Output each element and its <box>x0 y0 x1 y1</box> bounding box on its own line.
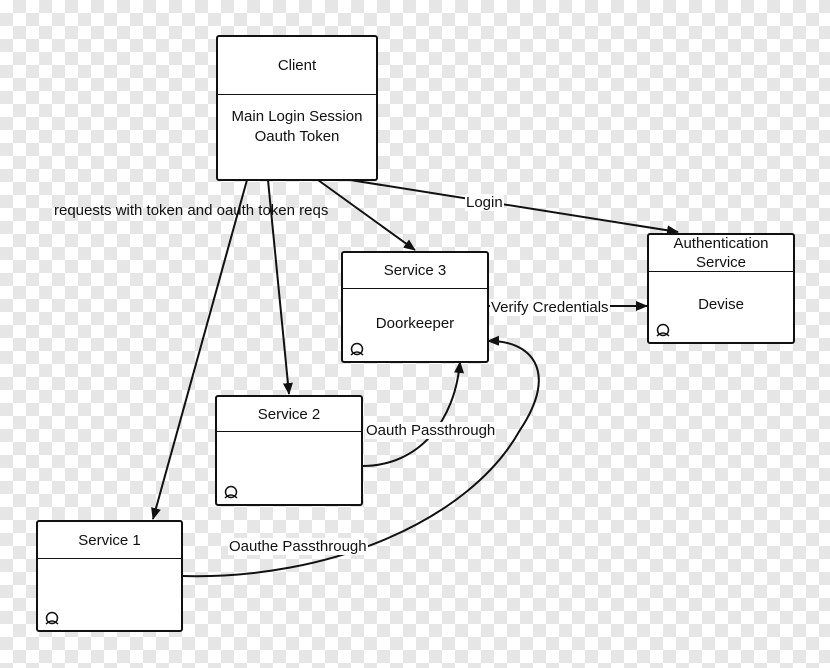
auth-service-body: Devise <box>698 296 744 313</box>
service2-node: Service 2 <box>215 395 363 506</box>
edge-client-service1 <box>151 179 248 520</box>
edge-service2-service3 <box>361 361 465 467</box>
oauthe-passthrough-label: Oauthe Passthrough <box>228 538 368 555</box>
service3-body: Doorkeeper <box>375 315 455 332</box>
oauth-passthrough-label: Oauth Passthrough <box>365 422 497 439</box>
user-icon <box>656 323 670 337</box>
service3-node: Service 3 Doorkeeper <box>341 251 489 363</box>
service1-title: Service 1 <box>38 522 181 559</box>
user-icon <box>350 342 364 356</box>
verify-credentials-label: Verify Credentials <box>490 299 610 316</box>
edge-service1-service3 <box>181 335 540 578</box>
auth-service-title: Authentication Service <box>649 235 793 272</box>
service1-node: Service 1 <box>36 520 183 632</box>
client-title: Client <box>218 37 376 95</box>
edge-login <box>349 179 679 236</box>
user-icon <box>45 611 59 625</box>
user-icon <box>224 485 238 499</box>
requests-label: requests with token and oauth token reqs <box>54 202 329 219</box>
edge-client-service2 <box>267 179 293 395</box>
client-line1: Main Login Session <box>231 108 363 125</box>
auth-service-node: Authentication Service Devise <box>647 233 795 344</box>
service3-title: Service 3 <box>343 253 487 289</box>
login-label: Login <box>465 194 504 211</box>
client-node: Client Main Login Session Oauth Token <box>216 35 378 181</box>
edge-client-service3 <box>317 179 416 251</box>
service2-title: Service 2 <box>217 397 361 432</box>
client-line2: Oauth Token <box>254 128 340 145</box>
